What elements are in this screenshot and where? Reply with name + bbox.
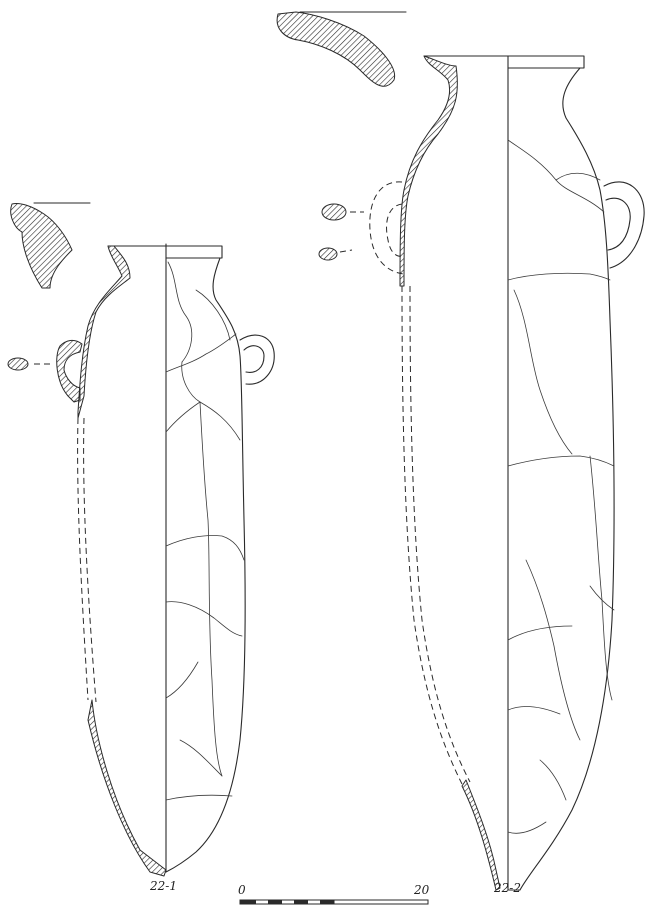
amphora-2-section-wall	[399, 55, 501, 891]
amphora-2-rim-profile	[276, 11, 407, 87]
amphora-1-fractures	[165, 261, 245, 801]
scale-start-label: 0	[238, 883, 246, 897]
amphora-1-outline	[165, 257, 246, 873]
amphora-2-outline	[507, 67, 615, 891]
amphora-1-reconstructed-outline	[77, 417, 97, 703]
amphora-2-handle-sections	[318, 203, 364, 261]
amphora-1-rim	[107, 245, 223, 259]
amphora-2	[276, 11, 645, 891]
amphora-2-fractures	[507, 139, 615, 834]
scale-bar	[239, 899, 429, 905]
amphora-2-handle	[603, 181, 645, 269]
amphora-1-handle-section	[7, 357, 52, 371]
amphora-2-rim	[423, 55, 585, 69]
amphora-2-handle-reconstructed	[369, 181, 405, 275]
vessel-label-2: 22-2	[494, 881, 521, 895]
scale-end-label: 20	[414, 883, 430, 897]
vessel-label-1: 22-1	[150, 879, 177, 893]
amphora-1-handle	[239, 334, 275, 385]
amphora-1-rim-profile	[10, 202, 91, 289]
amphora-1	[7, 202, 275, 877]
amphora-2-reconstructed-outline	[401, 285, 471, 785]
amphora-1-section-wall	[56, 245, 167, 877]
